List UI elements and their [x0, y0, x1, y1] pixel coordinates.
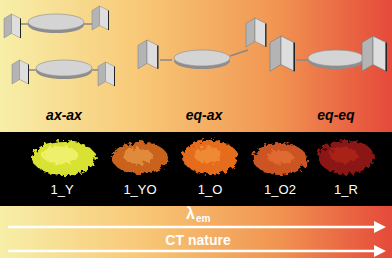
- sample-label: 1_O2: [264, 183, 296, 196]
- axis-symbol: λ: [186, 206, 195, 222]
- sample-label: 1_YO: [123, 183, 156, 196]
- axis-subscript: em: [196, 214, 210, 224]
- molecule-eq-ax: [138, 18, 266, 69]
- conformation-label: eq-eq: [317, 108, 354, 122]
- photo-band: [0, 132, 392, 206]
- sample-label: 1_Y: [50, 183, 73, 196]
- conformation-label: eq-ax: [186, 108, 223, 122]
- molecule-eq-eq: [270, 36, 386, 71]
- sample-label: 1_R: [334, 183, 358, 196]
- molecule-ax-ax: [4, 6, 115, 86]
- sample-label: 1_O: [198, 183, 223, 196]
- powder-samples: [32, 140, 374, 175]
- conformation-label: ax-ax: [46, 108, 82, 122]
- trend-arrows: [8, 221, 386, 257]
- axis-label: CT nature: [165, 233, 230, 247]
